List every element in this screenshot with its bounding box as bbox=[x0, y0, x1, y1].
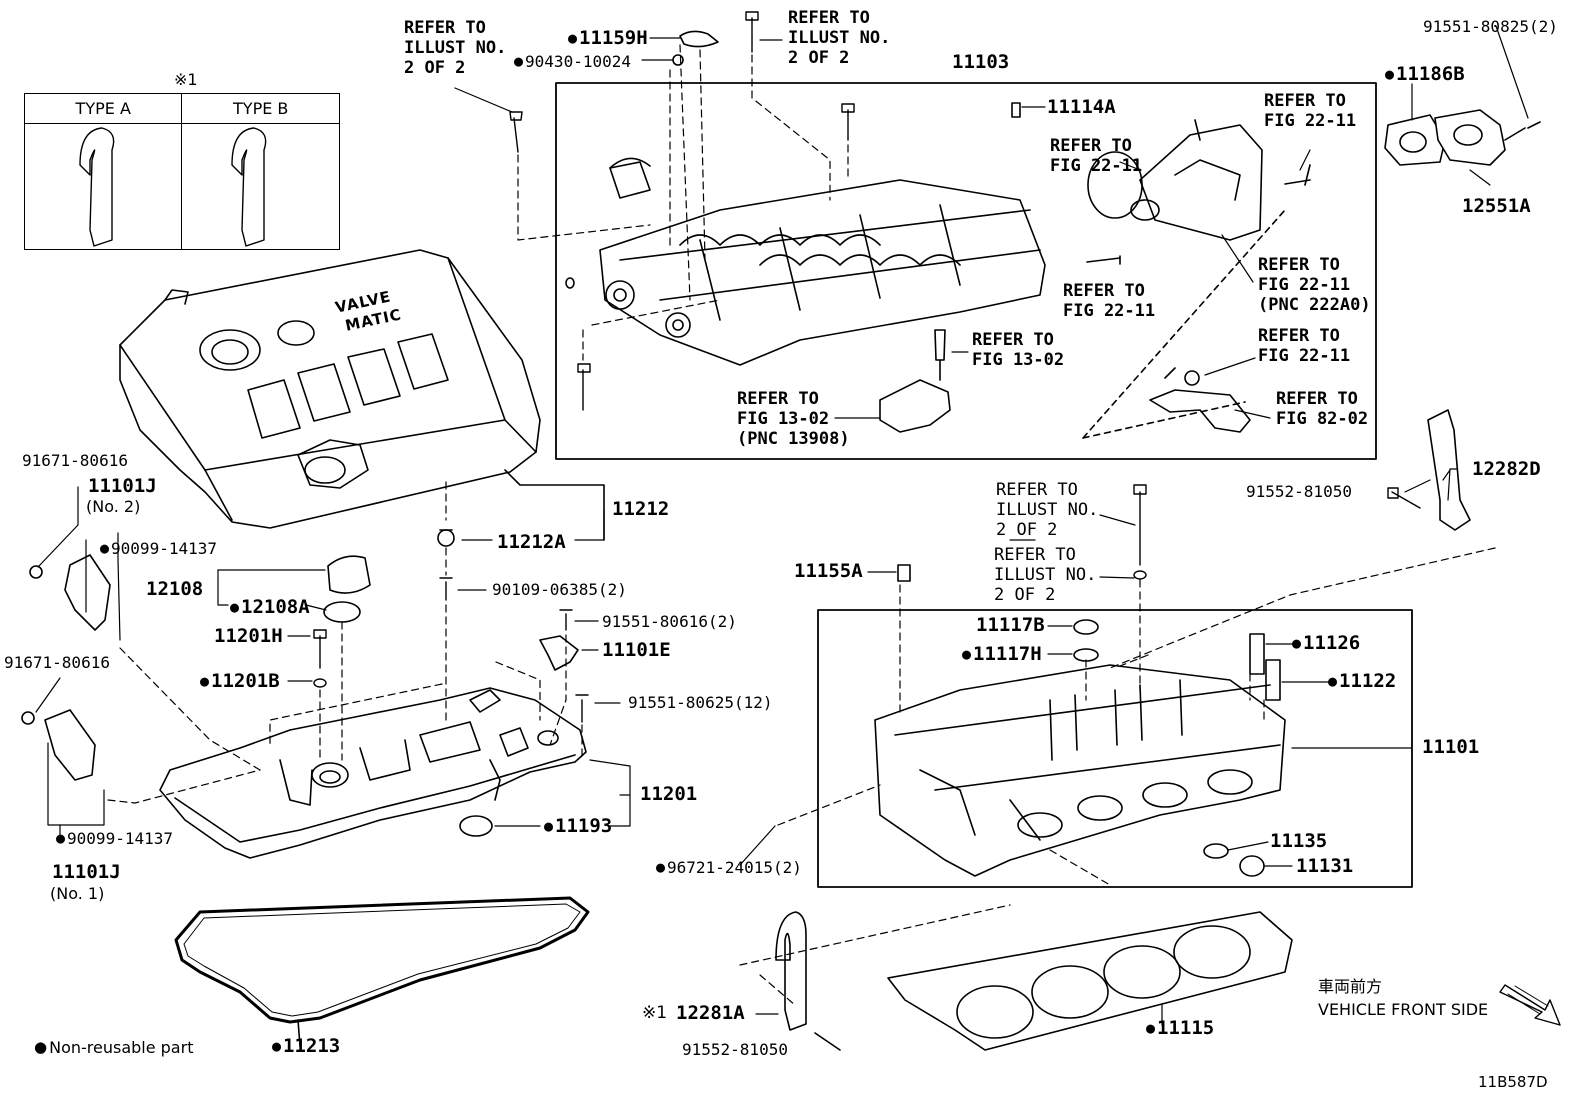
ref-illust-1: REFER TO ILLUST NO. 2 OF 2 bbox=[404, 18, 507, 78]
type-a-header: TYPE A bbox=[23, 93, 183, 124]
part-11131: 11131 bbox=[1296, 855, 1354, 877]
ref-fig-22-11-pnc: REFER TO FIG 22-11 (PNC 222A0) bbox=[1258, 255, 1371, 315]
part-11101J-no2: 11101J bbox=[88, 475, 157, 497]
head-gasket-drawing bbox=[887, 911, 1293, 1051]
part-11122: 11122 bbox=[1328, 671, 1396, 692]
part-11117H: 11117H bbox=[962, 644, 1042, 665]
front-side-jp: 車両前方 bbox=[1318, 977, 1383, 996]
bracket-13-02-drawing bbox=[879, 379, 951, 433]
part-11201B: 11201B bbox=[200, 671, 280, 692]
part-11101E: 11101E bbox=[602, 639, 671, 661]
type-table: TYPE A TYPE B bbox=[23, 93, 340, 250]
cylinder-head-drawing bbox=[874, 664, 1286, 877]
part-11101J-no1-note: (No. 1) bbox=[50, 884, 105, 903]
illustration-id: 11B587D bbox=[1478, 1073, 1548, 1091]
ref-illust-2: REFER TO ILLUST NO. 2 OF 2 bbox=[788, 8, 891, 68]
part-91551-80616: 91551-80616(2) bbox=[602, 612, 737, 631]
part-91551-80625: 91551-80625(12) bbox=[628, 693, 773, 712]
ref-fig-22-11-b: REFER TO FIG 22-11 bbox=[1050, 136, 1143, 176]
front-arrow-icon bbox=[1499, 984, 1561, 1026]
part-12281A: 12281A bbox=[676, 1002, 745, 1024]
ocv-no1-drawing bbox=[44, 709, 96, 781]
part-11115: 11115 bbox=[1146, 1018, 1214, 1039]
part-91552-81050-b: 91552-81050 bbox=[682, 1040, 788, 1059]
part-11193: 11193 bbox=[544, 816, 612, 837]
part-11114A: 11114A bbox=[1047, 96, 1116, 118]
pump-drawing bbox=[1086, 119, 1311, 265]
part-11117B: 11117B bbox=[976, 614, 1045, 636]
part-11212A: 11212A bbox=[497, 531, 566, 553]
part-11186B: 11186B bbox=[1385, 64, 1465, 85]
dashed-lines bbox=[107, 44, 1496, 1006]
type-b-header: TYPE B bbox=[181, 93, 340, 124]
head-cover-drawing bbox=[159, 687, 587, 859]
part-12551A: 12551A bbox=[1462, 195, 1531, 217]
bolts bbox=[313, 11, 1421, 723]
oil-cap-drawing bbox=[327, 555, 371, 594]
part-12108A: 12108A bbox=[230, 597, 310, 618]
hanger-12281A-drawing bbox=[775, 911, 807, 1031]
gasket-11213-drawing bbox=[174, 896, 590, 1024]
part-11201H: 11201H bbox=[214, 625, 283, 647]
part-12281A-marker: ※1 bbox=[642, 1003, 668, 1023]
part-90099-14137-a: 90099-14137 bbox=[100, 538, 217, 559]
part-11201: 11201 bbox=[640, 783, 698, 805]
ref-fig-13-02-pnc: REFER TO FIG 13-02 (PNC 13908) bbox=[737, 389, 850, 449]
part-11101J-no2-note: (No. 2) bbox=[86, 497, 141, 516]
part-91551-80825: 91551-80825(2) bbox=[1423, 17, 1558, 36]
ref-fig-13-02-a: REFER TO FIG 13-02 bbox=[972, 330, 1065, 370]
part-11212: 11212 bbox=[612, 498, 670, 520]
part-12108: 12108 bbox=[146, 578, 204, 600]
part-90109-06385: 90109-06385(2) bbox=[492, 580, 627, 599]
part-90430-10024: 90430-10024 bbox=[514, 51, 631, 72]
hanger-12282D-drawing bbox=[1427, 409, 1471, 531]
ocv-no2-drawing bbox=[64, 554, 111, 631]
part-91552-81050-a: 91552-81050 bbox=[1246, 482, 1352, 501]
outlet-12551A-drawing bbox=[1434, 109, 1506, 166]
front-side-en: VEHICLE FRONT SIDE bbox=[1318, 1000, 1489, 1019]
part-91671-80616-a: 91671-80616 bbox=[22, 451, 128, 470]
part-11126: 11126 bbox=[1292, 633, 1360, 654]
ref-fig-82-02: REFER TO FIG 82-02 bbox=[1276, 389, 1369, 429]
part-11213: 11213 bbox=[272, 1036, 340, 1057]
ref-illust-3: REFER TO ILLUST NO. 2 OF 2 bbox=[996, 480, 1099, 540]
engine-cover-drawing bbox=[119, 249, 605, 541]
legend-non-reusable: Non-reusable part bbox=[34, 1037, 193, 1058]
box-label-11103: 11103 bbox=[952, 51, 1010, 73]
ref-illust-4: REFER TO ILLUST NO. 2 OF 2 bbox=[994, 545, 1097, 605]
part-11155A: 11155A bbox=[794, 560, 863, 582]
gasket-11186B-drawing bbox=[1384, 114, 1446, 166]
part-91671-80616-b: 91671-80616 bbox=[4, 653, 110, 672]
part-11101: 11101 bbox=[1422, 736, 1480, 758]
part-96721-24015: 96721-24015(2) bbox=[656, 857, 802, 878]
bracket-82-02-drawing bbox=[1149, 389, 1251, 433]
part-11135: 11135 bbox=[1270, 830, 1328, 852]
ref-fig-22-11-a: REFER TO FIG 22-11 bbox=[1264, 91, 1357, 131]
part-11101J-no1: 11101J bbox=[52, 861, 121, 883]
type-table-marker: ※1 bbox=[174, 70, 198, 89]
part-11159H: 11159H bbox=[568, 28, 648, 49]
ref-fig-22-11-c: REFER TO FIG 22-11 bbox=[1063, 281, 1156, 321]
ref-fig-22-11-d: REFER TO FIG 22-11 bbox=[1258, 326, 1351, 366]
part-12282D: 12282D bbox=[1472, 458, 1541, 480]
part-90099-14137-b: 90099-14137 bbox=[56, 828, 173, 849]
upper-group-box bbox=[555, 82, 1377, 460]
